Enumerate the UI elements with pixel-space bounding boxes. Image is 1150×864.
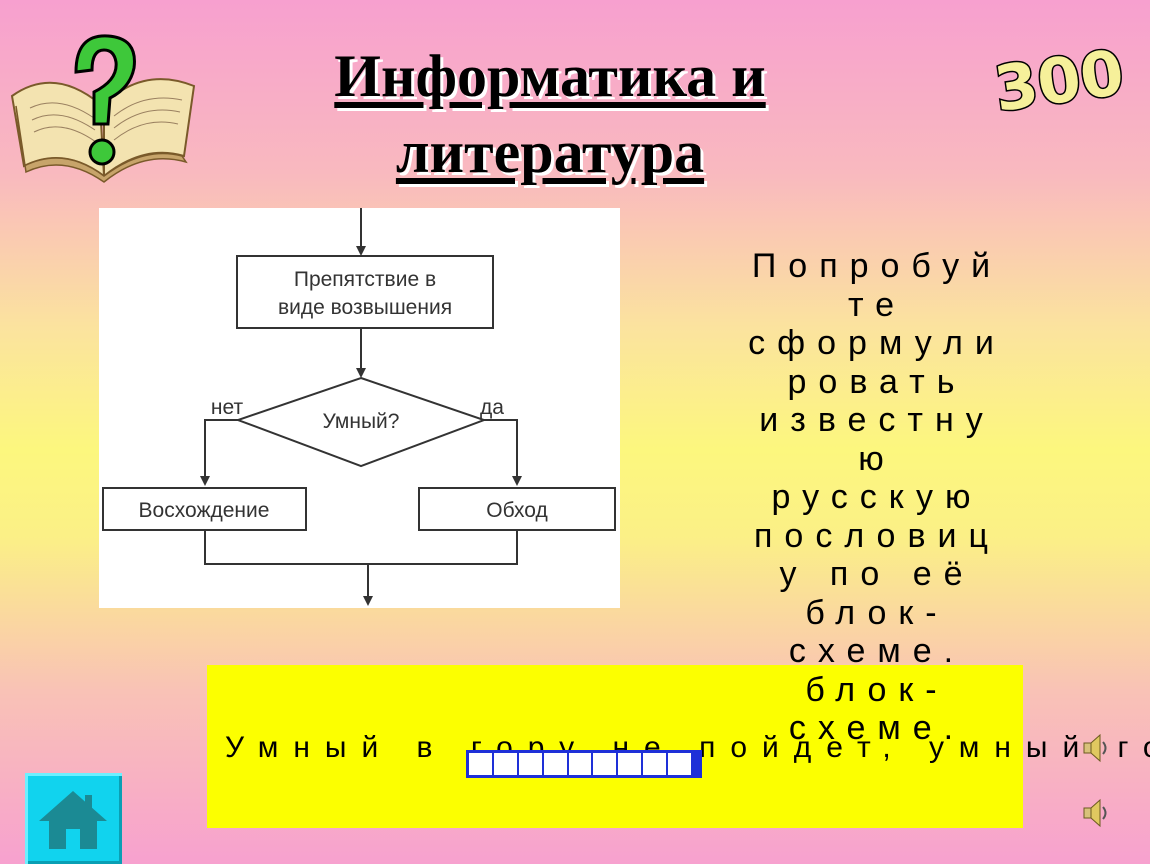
prompt-line: сформули (748, 324, 1006, 362)
flowchart-image: Препятствие в виде возвышения Умный? нет… (99, 208, 620, 608)
title-line-2: литература (395, 119, 705, 185)
flow-left-action: Восхождение (139, 499, 270, 522)
prompt-line: русскую (771, 478, 983, 516)
score-text: 300 (990, 36, 1128, 118)
flow-decision-label: Умный? (323, 410, 400, 433)
prompt-line: известну (759, 401, 995, 439)
prompt-line: те (847, 285, 907, 324)
slide-title: Информатика и литература (250, 38, 850, 190)
answer-panel[interactable] (207, 665, 1023, 828)
home-button[interactable] (25, 773, 122, 864)
prompt-text: Попробуй те сформули ровать известну ю р… (722, 247, 1032, 671)
prompt-overlap: . блок- схеме. (722, 632, 1032, 748)
prompt-line: схеме. (788, 632, 966, 670)
prompt-line: пословиц (754, 516, 1000, 555)
prompt-line: схеме. (788, 709, 966, 747)
speaker-icon[interactable] (1082, 731, 1112, 765)
flow-process-line-2: виде возвышения (278, 296, 452, 319)
progress-bar (466, 750, 702, 778)
prompt-line: блок- (805, 593, 949, 632)
flow-process-line-1: Препятствие в (294, 268, 436, 291)
prompt-line: ю (858, 439, 896, 478)
prompt-line: блок- (805, 670, 949, 709)
flow-right-action: Обход (486, 499, 547, 522)
prompt-line: Попробуй (751, 247, 1003, 285)
prompt-line: у по её (779, 555, 975, 593)
home-icon (39, 791, 107, 849)
book-question-icon (4, 26, 204, 186)
speaker-icon[interactable] (1082, 796, 1112, 830)
prompt-line: ровать (787, 362, 967, 401)
title-line-1: Информатика и (334, 43, 766, 109)
score-label: 300 (988, 18, 1130, 127)
flow-no-label: нет (211, 396, 244, 419)
flow-yes-label: да (480, 396, 504, 419)
